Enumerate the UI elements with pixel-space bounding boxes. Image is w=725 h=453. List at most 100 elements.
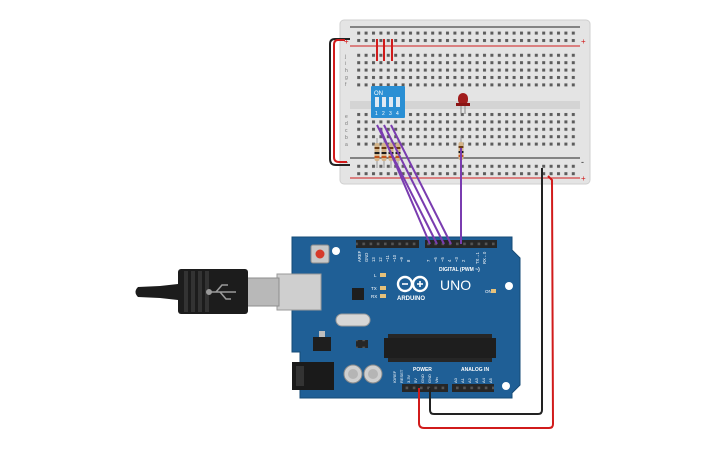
pin-label: ~5 <box>440 257 445 262</box>
dip-position-label: 3 <box>389 111 392 117</box>
pin-label: ~9 <box>399 257 404 262</box>
pin-label: Vin <box>434 377 439 383</box>
icsp-header[interactable] <box>356 340 368 348</box>
pin-label: 3.3V <box>406 374 411 383</box>
rail-plus-sign-right: + <box>581 37 586 46</box>
pin-label: A0 <box>453 377 458 383</box>
power-label: POWER <box>413 367 432 373</box>
digital-header-label: DIGITAL (PWM ~) <box>439 267 480 273</box>
resistor <box>381 138 387 168</box>
row-label: h <box>345 68 348 74</box>
led[interactable] <box>456 93 470 114</box>
pin-label: 13 <box>371 257 376 262</box>
mounting-hole <box>505 282 513 290</box>
pin-label: 12 <box>378 257 383 262</box>
arduino-logo <box>396 275 429 293</box>
pin-label: GND <box>427 374 432 383</box>
row-label: b <box>345 135 348 141</box>
pin-label: 2 <box>461 259 466 262</box>
dip-toggle-1[interactable] <box>375 97 379 107</box>
rx-indicator <box>380 294 386 298</box>
pin-label: RESET <box>399 369 404 383</box>
wire-dip-4[interactable] <box>379 127 431 245</box>
tx-label: TX <box>371 286 377 291</box>
model-label: UNO <box>440 277 471 293</box>
pin-label: 5V <box>413 378 418 383</box>
rail-minus-sign-right: - <box>581 157 584 167</box>
bottom-rail-holes <box>354 162 578 169</box>
wire-rail-loop-red[interactable] <box>333 39 347 163</box>
dip-position-label: 1 <box>375 111 378 117</box>
wire-ground[interactable] <box>429 168 543 415</box>
signal-wires[interactable] <box>376 124 462 245</box>
digital-header-left[interactable] <box>356 240 419 248</box>
usb-cable[interactable] <box>135 269 322 314</box>
row-label: g <box>345 75 348 81</box>
tx-indicator <box>380 286 386 290</box>
pin-label: 8 <box>406 259 411 262</box>
pin-label: RX←0 <box>482 251 487 264</box>
pin-label: 7 <box>426 259 431 262</box>
usb-icon <box>206 284 236 300</box>
pin-label: A3 <box>474 377 479 383</box>
mounting-hole <box>502 382 510 390</box>
power-header[interactable] <box>402 384 448 392</box>
rail-jumpers <box>376 39 393 61</box>
row-label: e <box>345 114 348 120</box>
pin-label: ~10 <box>392 254 397 262</box>
usb-plug-metal <box>244 277 280 307</box>
row-label: a <box>345 142 348 148</box>
digital-pin-labels: AREF GND 13 12 ~11 ~10 ~9 8 7 ~6 ~5 4 ~3… <box>357 250 487 264</box>
reset-button-cap[interactable] <box>315 249 325 259</box>
top-rail-holes <box>354 29 578 36</box>
rail-plus-sign: + <box>344 37 349 46</box>
dip-toggle-3[interactable] <box>389 97 393 107</box>
power-pin-labels: IOREF RESET 3.3V 5V GND GND Vin <box>392 369 439 383</box>
on-label: ON <box>485 289 492 294</box>
wire-dip-3[interactable] <box>390 124 452 245</box>
crystal-oscillator <box>335 313 371 327</box>
pin-label: TX→1 <box>475 251 480 264</box>
wire-5v[interactable] <box>418 175 555 429</box>
pin-label: AREF <box>357 250 362 262</box>
pin-label: A1 <box>460 377 465 383</box>
row-label: i <box>345 61 346 67</box>
dip-position-label: 4 <box>396 111 399 117</box>
dip-switch-on-label: ON <box>374 91 383 97</box>
pin-label: A2 <box>467 377 472 383</box>
usb-b-port <box>276 273 322 311</box>
dip-position-label: 2 <box>382 111 385 117</box>
pin-label: 4 <box>447 259 452 262</box>
rx-label: RX <box>371 294 377 299</box>
voltage-regulator <box>313 337 331 351</box>
row-label: c <box>345 128 348 134</box>
wire-rail-loop-black[interactable] <box>329 38 350 166</box>
pin-label: GND <box>364 253 369 262</box>
chip-pins <box>388 334 492 362</box>
pin-label: ~11 <box>385 255 390 262</box>
dip-switch[interactable]: ON 1 2 3 4 <box>371 86 405 118</box>
row-label: d <box>345 121 348 127</box>
led-lens <box>458 93 468 105</box>
pin-label: IOREF <box>392 370 397 383</box>
row-label: f <box>345 82 347 88</box>
wire-dip-2[interactable] <box>383 124 445 245</box>
analog-header[interactable] <box>452 384 494 392</box>
arduino-wordmark: ARDUINO <box>397 296 425 302</box>
led-l-label: L <box>374 273 377 278</box>
pin-label: A4 <box>481 377 486 383</box>
led-l-indicator <box>380 273 386 277</box>
pin-label: ~6 <box>433 257 438 262</box>
dip-toggle-2[interactable] <box>382 97 386 107</box>
top-terminal-strip <box>354 53 578 90</box>
dip-toggle-4[interactable] <box>396 97 400 107</box>
row-label: j <box>344 54 346 60</box>
arduino-uno-board[interactable]: AREF GND 13 12 ~11 ~10 ~9 8 7 ~6 ~5 4 ~3… <box>291 236 521 399</box>
row-letters: j i h g f e d c b a <box>344 54 348 148</box>
usb-cable-wire <box>135 284 178 300</box>
usb-chip <box>352 288 364 300</box>
analog-pin-labels: A0 A1 A2 A3 A4 A5 <box>453 377 493 383</box>
pin-label: ~3 <box>454 257 459 262</box>
microcontroller-chip <box>384 338 496 358</box>
